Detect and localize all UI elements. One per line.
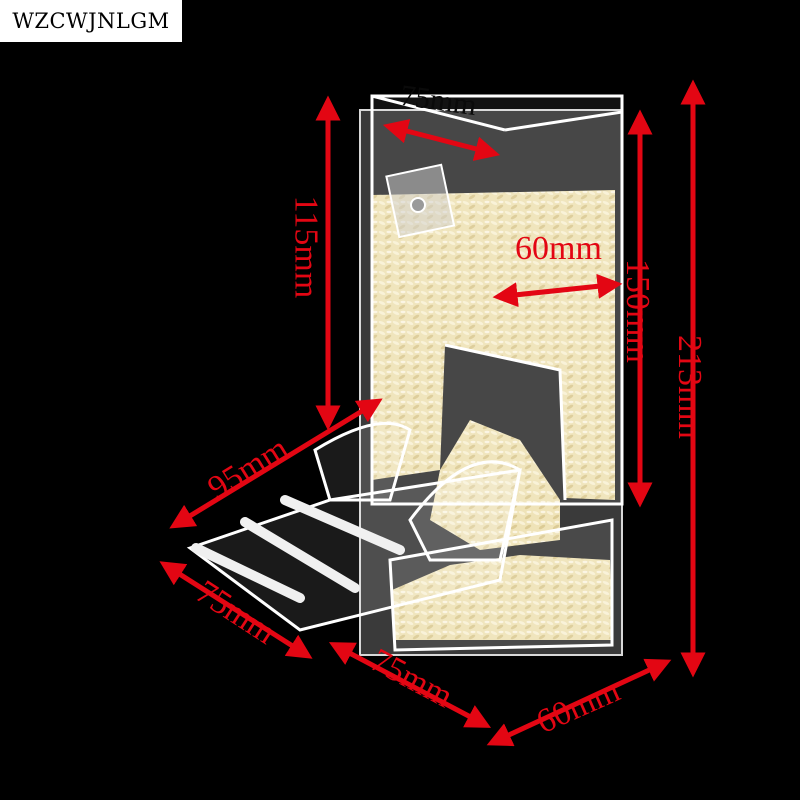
arrow-perch-length <box>169 398 383 529</box>
dimension-hopper-height: 150mm <box>618 259 656 363</box>
middle-rice-fill <box>430 420 560 550</box>
dimension-total-height: 213mm <box>670 335 708 439</box>
hopper-divider <box>444 343 567 501</box>
feeder-lid-back <box>504 110 623 132</box>
arrow-perch-depth <box>159 561 313 659</box>
arrow-base-width <box>328 642 492 728</box>
arrow-base-depth <box>486 658 672 747</box>
arrow-inner-width <box>492 273 623 308</box>
seed-tray <box>388 518 614 652</box>
lower-rice-fill <box>392 555 612 640</box>
brand-label: WZCWJNLGM <box>0 0 182 42</box>
feeder-front-panel <box>370 94 624 506</box>
dimension-inner-width: 60mm <box>515 230 602 267</box>
seed-flap <box>408 460 522 562</box>
dimension-upper-height: 115mm <box>287 195 325 299</box>
upper-rice-fill <box>372 190 615 500</box>
arrow-top-width <box>382 119 501 161</box>
latch-screw <box>410 197 426 213</box>
